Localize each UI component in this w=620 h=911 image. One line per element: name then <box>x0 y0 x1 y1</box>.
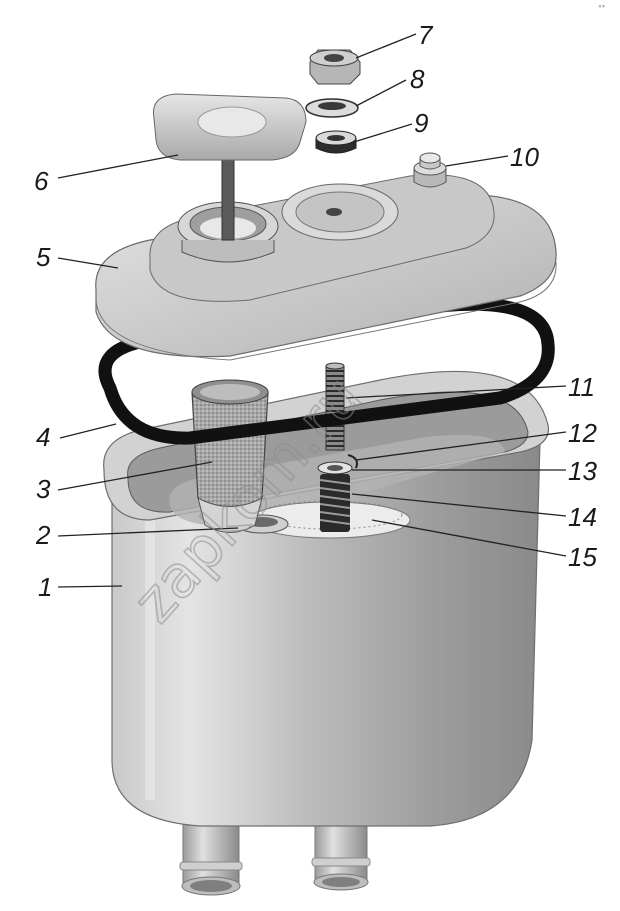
callout-2: 2 <box>35 520 51 550</box>
leader-15 <box>371 519 567 557</box>
callout-6: 6 <box>34 166 49 196</box>
callout-9: 9 <box>414 108 428 138</box>
lid <box>95 174 557 361</box>
callout-13: 13 <box>568 456 597 486</box>
callout-7: 7 <box>418 20 434 50</box>
leader-11 <box>345 385 567 399</box>
callout-8: 8 <box>410 64 425 94</box>
callout-11: 11 <box>568 372 595 402</box>
leader-10 <box>445 155 509 167</box>
leader-8 <box>355 79 407 107</box>
stud-port <box>281 183 399 241</box>
breather-plug <box>413 152 447 188</box>
leader-5 <box>57 257 119 269</box>
leader-9 <box>353 123 413 143</box>
filter-element <box>191 379 269 533</box>
leader-1 <box>57 585 123 588</box>
callout-14: 14 <box>568 502 597 532</box>
leader-12 <box>355 431 567 461</box>
seal-ring <box>315 130 357 154</box>
nut <box>309 49 361 85</box>
callout-12: 12 <box>568 418 597 448</box>
center-stud-assembly <box>317 362 358 532</box>
callout-3: 3 <box>36 474 51 504</box>
callout-5: 5 <box>36 242 51 272</box>
leader-6 <box>57 154 179 179</box>
filler-cap-with-dipstick <box>152 93 307 241</box>
leader-3 <box>57 461 213 491</box>
leader-4 <box>59 423 117 439</box>
leader-2 <box>57 527 239 537</box>
corner-mark: «» <box>598 3 606 10</box>
leader-14 <box>351 493 567 517</box>
gasket <box>98 297 555 445</box>
leader-7 <box>355 33 417 59</box>
callout-1: 1 <box>38 572 52 602</box>
washer <box>305 98 359 118</box>
callout-numbers: 7 8 9 10 6 5 11 4 12 3 13 14 2 15 1 <box>34 20 597 602</box>
callout-4: 4 <box>36 422 50 452</box>
callout-15: 15 <box>568 542 597 572</box>
outlet-pipe-left <box>179 807 243 896</box>
spring <box>319 474 351 532</box>
leader-lines <box>57 33 567 588</box>
callout-10: 10 <box>510 142 539 172</box>
